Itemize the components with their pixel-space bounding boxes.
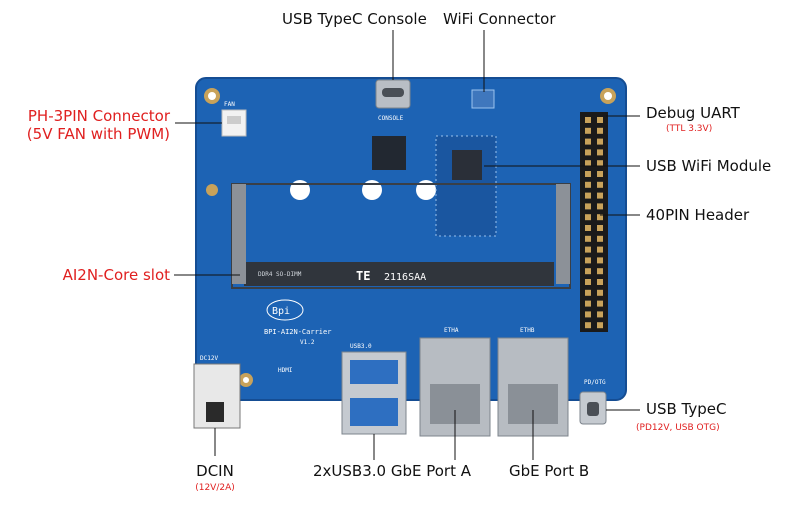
- fan-connector-pins: [227, 116, 241, 124]
- slot-marking: DDR4 SO-DIMM: [258, 271, 302, 278]
- label-ph3pin-connector: PH-3PIN Connector: [27, 107, 170, 125]
- main-chip: [372, 136, 406, 170]
- usb30-port-upper: [350, 360, 398, 384]
- label-ai2n-core-slot: AI2N-Core slot: [62, 266, 170, 284]
- header-pin: [597, 127, 603, 134]
- header-pin: [597, 225, 603, 231]
- header-pin: [585, 181, 591, 188]
- header-pin: [597, 160, 603, 167]
- header-pin: [585, 117, 591, 123]
- slot-connector: [244, 262, 554, 286]
- board-version: V1.2: [300, 339, 315, 346]
- usb30-port-lower: [350, 398, 398, 426]
- pcb-board: [195, 77, 627, 401]
- header-pin: [585, 279, 591, 285]
- header-pin: [585, 214, 591, 221]
- header-pin: [585, 289, 591, 296]
- label-usb-typec-sub: (PD12V, USB OTG): [636, 423, 720, 433]
- header-pin: [597, 214, 603, 221]
- header-pin: [585, 268, 591, 275]
- label-wifi-connector: WiFi Connector: [443, 10, 556, 28]
- ethb-silkscreen: ETHB: [520, 327, 535, 334]
- label-40pin-header: 40PIN Header: [646, 206, 750, 224]
- header-pin: [597, 257, 603, 264]
- usb-typec-console-opening: [382, 88, 404, 97]
- header-pin: [597, 138, 603, 145]
- header-pin: [585, 149, 591, 156]
- mounting-hole: [243, 377, 249, 383]
- header-pin: [585, 192, 591, 199]
- usb-typec-otg-opening: [587, 402, 599, 416]
- header-pin: [597, 171, 603, 177]
- bpi-logo: Bpi: [272, 306, 290, 317]
- header-pin: [585, 171, 591, 177]
- label-debug-uart: Debug UART: [646, 104, 740, 122]
- label-usb-wifi-module: USB WiFi Module: [646, 157, 772, 175]
- header-pin: [585, 160, 591, 167]
- header-pin: [585, 246, 591, 253]
- header-pin: [597, 246, 603, 253]
- slot-part-number: 2116SAA: [384, 272, 426, 283]
- wifi-chip: [452, 150, 482, 180]
- header-pin: [597, 117, 603, 123]
- label-ph3pin-sub: (5V FAN with PWM): [26, 125, 170, 143]
- slot-brand: TE: [356, 269, 370, 283]
- header-pin: [585, 225, 591, 231]
- header-pin: [597, 192, 603, 199]
- mounting-hole: [208, 92, 216, 100]
- pin-header-40: [580, 112, 608, 332]
- label-dcin-sub: (12V/2A): [195, 483, 235, 493]
- board-name: BPI-AI2N-Carrier: [264, 328, 331, 336]
- header-pins: [585, 117, 603, 329]
- bpi-logo-badge: [266, 299, 304, 321]
- header-pin: [597, 322, 603, 329]
- header-pin: [597, 311, 603, 318]
- header-pin: [585, 311, 591, 318]
- mounting-hole: [206, 184, 218, 196]
- header-pin: [585, 127, 591, 134]
- label-usb30-gbe-port-a: 2xUSB3.0 GbE Port A: [313, 462, 471, 480]
- dc-jack-opening: [206, 402, 224, 422]
- dc12v-silkscreen: DC12V: [200, 355, 218, 362]
- label-dcin: DCIN: [196, 462, 234, 480]
- label-debug-uart-sub: (TTL 3.3V): [666, 124, 713, 134]
- label-usb-typec-console: USB TypeC Console: [282, 10, 427, 28]
- header-pin: [597, 300, 603, 307]
- header-pin: [597, 279, 603, 285]
- header-pin: [585, 235, 591, 242]
- mounting-hole: [604, 92, 612, 100]
- fan-silkscreen: FAN: [224, 101, 235, 108]
- header-pin: [585, 203, 591, 210]
- header-pin: [597, 268, 603, 275]
- header-pin: [585, 138, 591, 145]
- header-pin: [597, 235, 603, 242]
- slot-latch-right: [556, 184, 570, 284]
- hdmi-silkscreen: HDMI: [278, 367, 293, 374]
- console-silkscreen: CONSOLE: [378, 115, 404, 122]
- wifi-connector: [471, 89, 495, 109]
- pdotg-silkscreen: PD/OTG: [584, 379, 606, 386]
- header-pin: [585, 257, 591, 264]
- header-pin: [585, 300, 591, 307]
- etha-silkscreen: ETHA: [444, 327, 459, 334]
- header-pin: [597, 289, 603, 296]
- header-pin: [597, 149, 603, 156]
- header-pin: [597, 203, 603, 210]
- slot-latch-left: [232, 184, 246, 284]
- label-gbe-port-b: GbE Port B: [509, 462, 590, 480]
- usb30-silkscreen: USB3.0: [350, 343, 372, 350]
- header-pin: [585, 322, 591, 329]
- header-pin: [597, 181, 603, 188]
- label-usb-typec: USB TypeC: [646, 400, 727, 418]
